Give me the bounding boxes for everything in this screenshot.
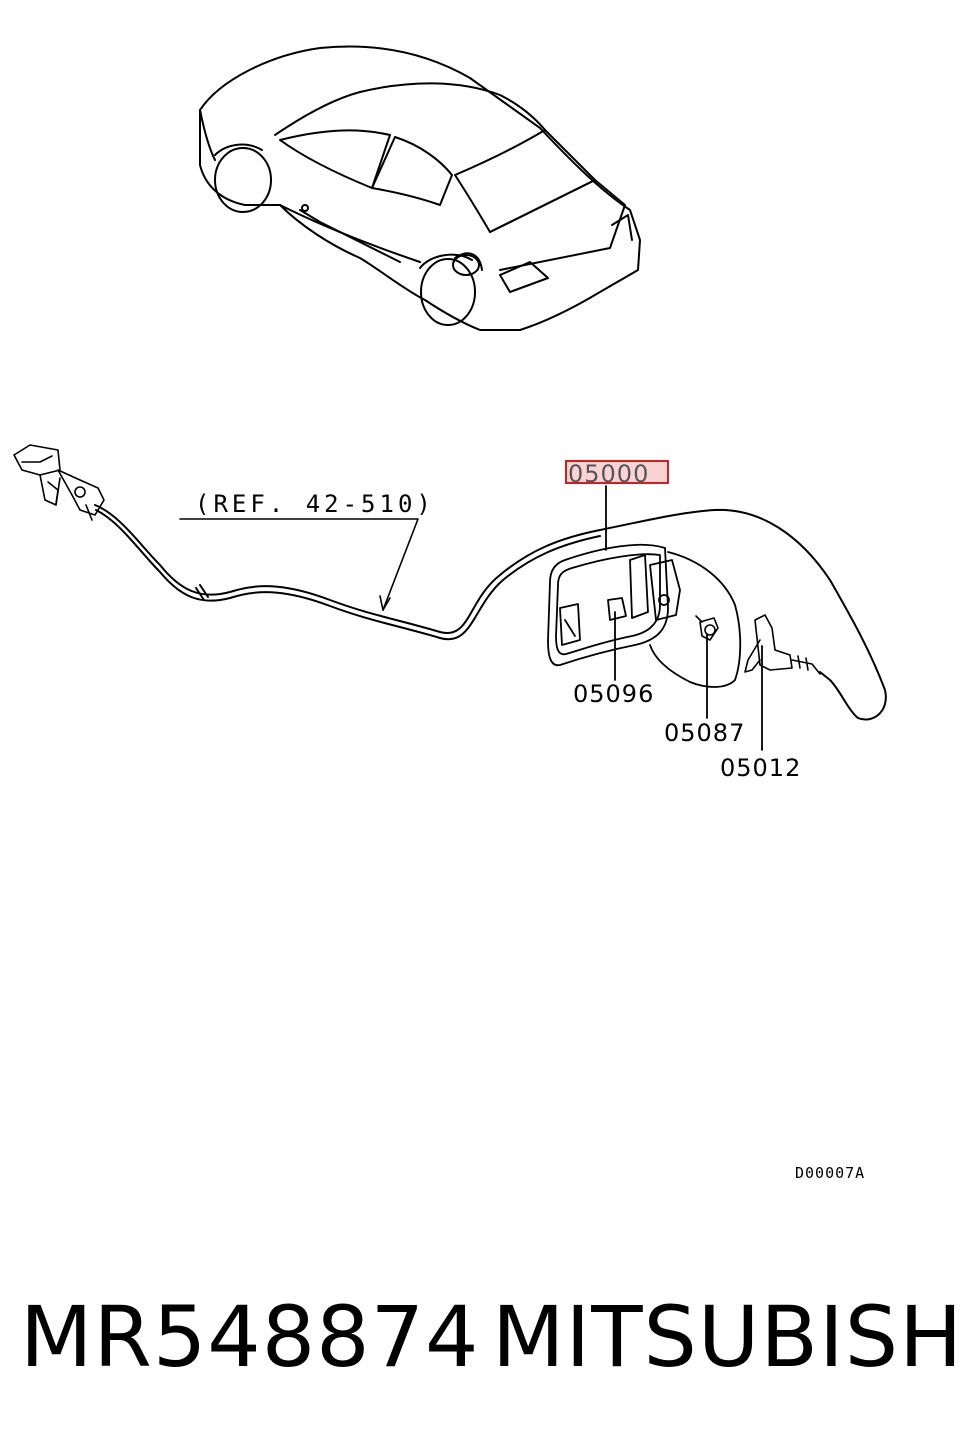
callout-05000: 05000 [568,460,650,488]
release-cable [94,504,887,721]
ref-leader [179,518,419,611]
opener-lever [13,444,105,521]
callout-05096: 05096 [573,680,655,708]
fuel-filler-door [547,543,742,688]
part-number: MR548874 [20,1288,480,1386]
lock-part [744,614,821,675]
car-illustration [199,45,641,331]
brand-name: MITSUBISHI [492,1288,960,1386]
callout-05087: 05087 [664,719,746,747]
drawing-code: D00007A [795,1164,866,1182]
callout-leaders [605,485,763,751]
highlight-box [565,460,669,484]
bumper-part [695,615,719,641]
callout-05012: 05012 [720,754,802,782]
ref-note: (REF. 42-510) [195,490,435,518]
